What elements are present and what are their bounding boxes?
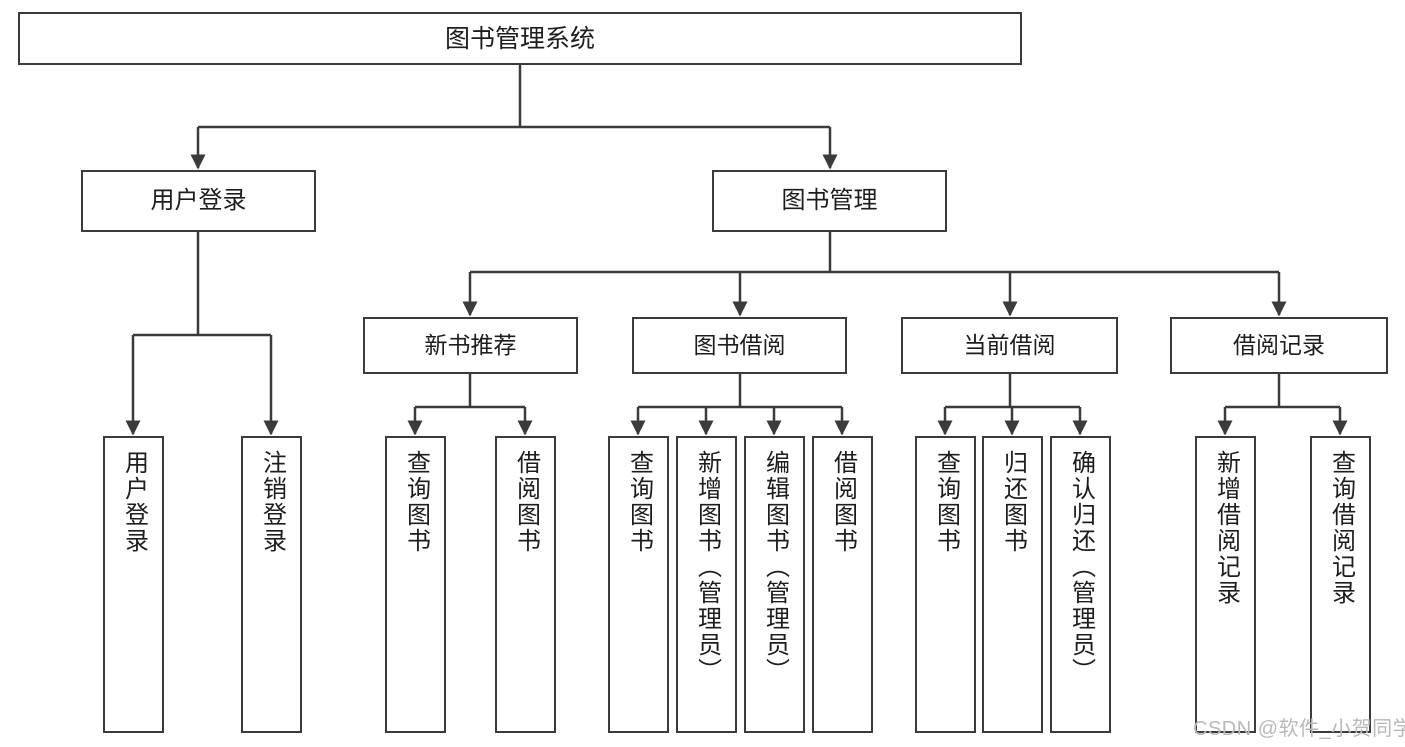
leaf-borrow-record-add-label: 新增借阅记录: [1212, 450, 1240, 606]
node-book-borrow[interactable]: 图书借阅: [632, 317, 847, 374]
node-new-book-recommend-label: 新书推荐: [424, 331, 517, 358]
leaf-book-borrow-add-label: 新增图书（管理员）: [693, 450, 721, 684]
leaf-new-book-borrow-label: 借阅图书: [512, 450, 540, 554]
csdn-watermark: CSDN @软件_小贺同学: [1193, 718, 1405, 740]
leaf-book-borrow-add[interactable]: 新增图书（管理员）: [676, 436, 737, 733]
leaf-new-book-borrow[interactable]: 借阅图书: [495, 436, 556, 733]
leaf-book-borrow-edit[interactable]: 编辑图书（管理员）: [744, 436, 805, 733]
node-book-management-label: 图书管理: [781, 186, 878, 214]
leaf-borrow-record-query-label: 查询借阅记录: [1327, 450, 1355, 606]
leaf-user-login-logout-label: 注销登录: [258, 450, 286, 554]
leaf-current-borrow-return-label: 归还图书: [999, 450, 1027, 554]
leaf-book-borrow-lend[interactable]: 借阅图书: [812, 436, 873, 733]
leaf-user-login-login[interactable]: 用户登录: [103, 436, 164, 733]
node-borrow-record[interactable]: 借阅记录: [1170, 317, 1388, 374]
node-root-system[interactable]: 图书管理系统: [18, 12, 1022, 65]
leaf-new-book-query-label: 查询图书: [402, 450, 430, 554]
leaf-borrow-record-add[interactable]: 新增借阅记录: [1195, 436, 1256, 733]
leaf-user-login-login-label: 用户登录: [120, 450, 148, 554]
leaf-user-login-logout[interactable]: 注销登录: [241, 436, 302, 733]
node-new-book-recommend[interactable]: 新书推荐: [363, 317, 578, 374]
leaf-current-borrow-query[interactable]: 查询图书: [915, 436, 976, 733]
leaf-borrow-record-query[interactable]: 查询借阅记录: [1310, 436, 1371, 733]
leaf-book-borrow-lend-label: 借阅图书: [829, 450, 857, 554]
leaf-new-book-query[interactable]: 查询图书: [385, 436, 446, 733]
node-root-label: 图书管理系统: [444, 24, 595, 53]
leaf-book-borrow-query-label: 查询图书: [625, 450, 653, 554]
leaf-book-borrow-query[interactable]: 查询图书: [608, 436, 669, 733]
leaf-current-borrow-confirm-return[interactable]: 确认归还（管理员）: [1050, 436, 1111, 733]
leaf-current-borrow-confirm-return-label: 确认归还（管理员）: [1067, 450, 1095, 684]
node-current-borrow[interactable]: 当前借阅: [901, 317, 1118, 374]
node-book-management[interactable]: 图书管理: [712, 170, 947, 232]
leaf-book-borrow-edit-label: 编辑图书（管理员）: [761, 450, 789, 684]
node-borrow-record-label: 借阅记录: [1233, 331, 1325, 358]
leaf-current-borrow-query-label: 查询图书: [932, 450, 960, 554]
node-user-login[interactable]: 用户登录: [81, 170, 316, 232]
leaf-current-borrow-return[interactable]: 归还图书: [982, 436, 1043, 733]
node-current-borrow-label: 当前借阅: [963, 331, 1056, 358]
node-user-login-label: 用户登录: [150, 186, 247, 214]
node-book-borrow-label: 图书借阅: [693, 331, 786, 358]
